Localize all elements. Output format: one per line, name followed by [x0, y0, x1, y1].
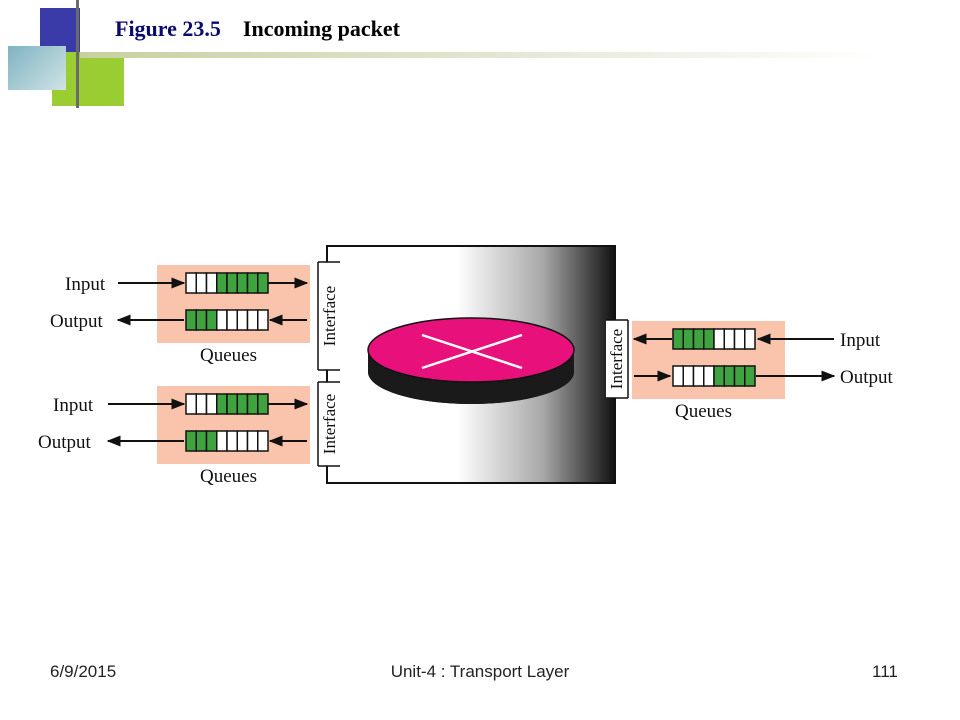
- queue-buffer: [672, 328, 756, 350]
- queue-cell: [185, 430, 197, 452]
- queues-label: Queues: [675, 401, 732, 422]
- queue-cell: [246, 393, 259, 415]
- queue-cell: [205, 272, 218, 294]
- queue-cell: [744, 365, 756, 387]
- output-label: Output: [50, 311, 104, 332]
- input-label: Input: [65, 274, 106, 295]
- queues-label: Queues: [200, 345, 257, 366]
- queue-cell: [195, 309, 208, 331]
- queue-cell: [672, 328, 684, 350]
- queue-cell: [744, 328, 756, 350]
- interface-label: Interface: [607, 329, 626, 389]
- queue-cell: [216, 393, 228, 415]
- output-label: Output: [38, 432, 92, 453]
- output-label: Output: [840, 367, 894, 388]
- queue-cell: [226, 430, 238, 452]
- queue-cell: [195, 430, 208, 452]
- queue-cell: [236, 393, 249, 415]
- queue-cell: [703, 328, 715, 350]
- queue-cell: [692, 328, 705, 350]
- queue-cell: [246, 309, 259, 331]
- queue-buffer: [185, 309, 269, 331]
- queue-cell: [195, 272, 208, 294]
- queue-cell: [723, 365, 736, 387]
- queue-cell: [723, 328, 736, 350]
- queue-cell: [185, 393, 197, 415]
- queue-cell: [236, 309, 249, 331]
- figure-number: Figure 23.5: [115, 16, 221, 41]
- footer-page-number: 111: [872, 662, 898, 681]
- queue-cell: [226, 272, 238, 294]
- queue-cell: [205, 309, 218, 331]
- queue-buffer: [185, 393, 269, 415]
- queue-cell: [216, 309, 228, 331]
- queue-cell: [257, 272, 269, 294]
- queue-cell: [246, 430, 259, 452]
- queue-cell: [185, 309, 197, 331]
- figure-title: Incoming packet: [242, 16, 400, 41]
- queue-cell: [236, 430, 249, 452]
- queue-cell: [216, 272, 228, 294]
- router-disk: [367, 317, 575, 404]
- queue-cell: [703, 365, 715, 387]
- queue-cell: [205, 430, 218, 452]
- queue-cell: [236, 272, 249, 294]
- queue-buffer: [185, 430, 269, 452]
- queue-cell: [672, 365, 684, 387]
- decor-vertical-line: [76, 0, 79, 108]
- interface-left-upper: Interface: [317, 261, 340, 371]
- queue-buffer: [185, 272, 269, 294]
- queue-cell: [226, 393, 238, 415]
- queue-cell: [216, 430, 228, 452]
- queues-label: Queues: [200, 466, 257, 487]
- footer-course: Unit-4 : Transport Layer: [390, 662, 570, 681]
- interface-left-lower: Interface: [317, 381, 340, 467]
- queue-buffer: [672, 365, 756, 387]
- queue-cell: [257, 309, 269, 331]
- queue-cell: [682, 365, 695, 387]
- footer-date: 6/9/2015: [50, 662, 117, 681]
- interface-right: Interface: [606, 319, 629, 399]
- interface-label: Interface: [320, 286, 339, 346]
- queue-cell: [257, 393, 269, 415]
- interface-label: Interface: [320, 394, 339, 454]
- title-underline: [80, 52, 880, 58]
- queue-cell: [692, 365, 705, 387]
- queue-cell: [185, 272, 197, 294]
- switch-cross-line: [421, 333, 523, 370]
- decor-teal-square: [8, 46, 66, 90]
- queue-cell: [713, 365, 725, 387]
- queue-cell: [226, 309, 238, 331]
- queue-cell: [713, 328, 725, 350]
- page-title: Figure 23.5 Incoming packet: [115, 16, 400, 42]
- input-label: Input: [53, 395, 94, 416]
- queue-cell: [246, 272, 259, 294]
- queue-cell: [205, 393, 218, 415]
- queue-cell: [257, 430, 269, 452]
- queue-cell: [733, 365, 746, 387]
- queue-cell: [195, 393, 208, 415]
- queue-cell: [733, 328, 746, 350]
- queue-cell: [682, 328, 695, 350]
- input-label: Input: [840, 330, 881, 351]
